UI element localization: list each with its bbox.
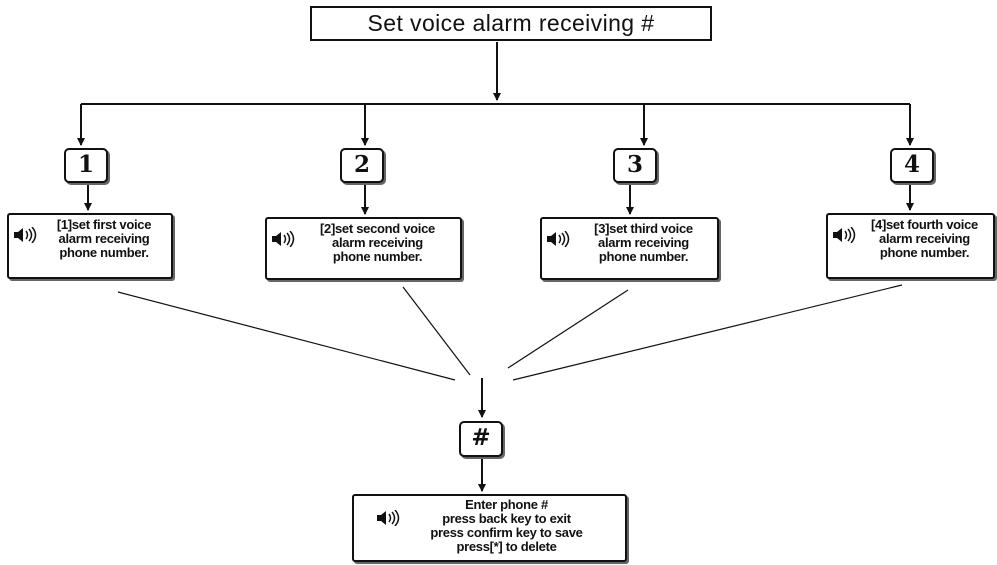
key-3-label: 3 xyxy=(626,151,643,178)
final-prompt-line-2: press back key to exit xyxy=(442,511,571,526)
hash-key-label: # xyxy=(471,424,491,451)
converge-line-4 xyxy=(512,284,903,381)
converge-line-1 xyxy=(117,291,456,381)
speaker-icon xyxy=(14,227,37,243)
hash-key: # xyxy=(459,421,503,457)
speaker-icon xyxy=(272,231,295,247)
title-text: Set voice alarm receiving # xyxy=(367,10,655,36)
prompt-2: [2]set second voice alarm receiving phon… xyxy=(265,217,462,280)
prompt-4: [4]set fourth voice alarm receiving phon… xyxy=(826,213,995,279)
final-prompt-line-3: press confirm key to save xyxy=(430,525,583,540)
prompt-1-line-2: alarm receiving xyxy=(58,231,150,246)
converge-line-3 xyxy=(507,289,629,369)
prompt-1-line-1: [1]set first voice xyxy=(56,217,152,232)
key-3: 3 xyxy=(613,148,657,183)
key-1-label: 1 xyxy=(77,151,94,178)
speaker-icon xyxy=(547,231,570,247)
key-2: 2 xyxy=(340,148,384,183)
prompt-3-line-1: [3]set third voice xyxy=(594,221,693,236)
title-box: Set voice alarm receiving # xyxy=(310,6,712,41)
prompt-4-line-2: alarm receiving xyxy=(879,231,970,246)
key-4: 4 xyxy=(890,148,934,183)
final-prompt-line-4: press[*] to delete xyxy=(456,539,557,554)
prompt-3: [3]set third voice alarm receiving phone… xyxy=(540,217,719,280)
prompt-2-line-1: [2]set second voice xyxy=(320,221,435,236)
key-2-label: 2 xyxy=(353,151,370,178)
prompt-4-line-3: phone number. xyxy=(879,245,970,260)
final-prompt: Enter phone # press back key to exit pre… xyxy=(352,494,627,562)
prompt-3-line-3: phone number. xyxy=(598,249,689,264)
prompt-4-line-1: [4]set fourth voice xyxy=(871,217,978,232)
prompt-2-line-2: alarm receiving xyxy=(332,235,423,250)
prompt-1-line-3: phone number. xyxy=(59,245,149,260)
prompt-3-line-2: alarm receiving xyxy=(598,235,689,250)
prompt-2-line-3: phone number. xyxy=(332,249,423,264)
key-4-label: 4 xyxy=(903,151,920,178)
speaker-icon xyxy=(833,227,856,243)
speaker-icon xyxy=(377,510,400,526)
prompt-1: [1]set first voice alarm receiving phone… xyxy=(7,213,173,279)
final-prompt-line-1: Enter phone # xyxy=(465,497,548,512)
converge-line-2 xyxy=(402,286,471,376)
key-1: 1 xyxy=(64,148,108,183)
